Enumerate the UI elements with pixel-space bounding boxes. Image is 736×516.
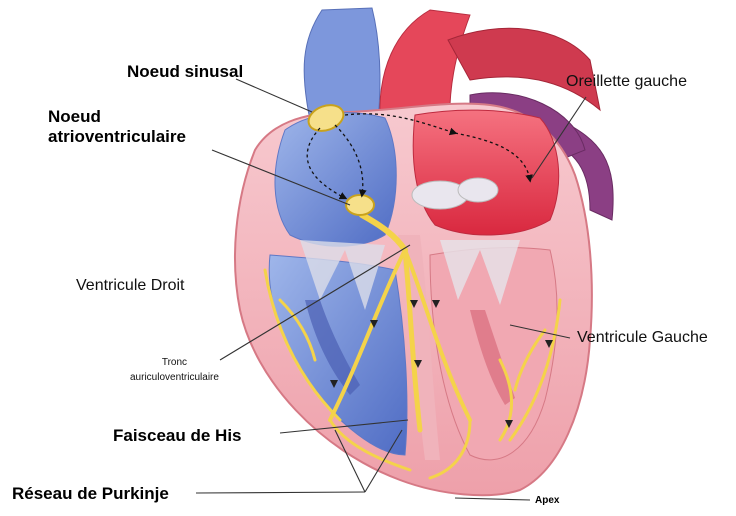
left-atrium bbox=[413, 110, 559, 235]
superior-vena-cava bbox=[304, 8, 380, 120]
label-noeud-av-line2: atrioventriculaire bbox=[48, 127, 186, 147]
label-ventricule-gauche: Ventricule Gauche bbox=[577, 329, 708, 347]
label-oreillette-gauche: Oreillette gauche bbox=[566, 73, 687, 91]
label-apex: Apex bbox=[535, 495, 559, 507]
label-noeud-av-line1: Noeud bbox=[48, 107, 186, 127]
label-reseau-de-purkinje: Réseau de Purkinje bbox=[12, 484, 169, 504]
av-node-icon bbox=[346, 195, 374, 215]
label-faisceau-de-his: Faisceau de His bbox=[113, 426, 242, 446]
label-tronc-auriculoventriculaire: Tronc auriculoventriculaire bbox=[130, 356, 219, 385]
label-tronc-line2: auriculoventriculaire bbox=[130, 371, 219, 386]
label-tronc-line1: Tronc bbox=[130, 356, 219, 371]
label-ventricule-droit: Ventricule Droit bbox=[76, 277, 185, 295]
label-noeud-atrioventriculaire: Noeud atrioventriculaire bbox=[48, 107, 186, 146]
label-noeud-sinusal: Noeud sinusal bbox=[127, 62, 243, 82]
